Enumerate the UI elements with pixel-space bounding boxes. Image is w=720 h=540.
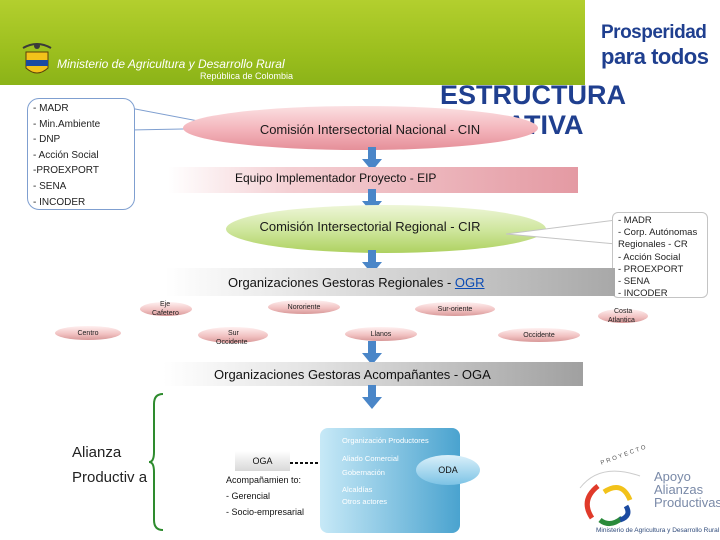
region-label: Llanos <box>370 330 392 338</box>
cir-member: - INCODER <box>618 288 668 300</box>
region-label: Cafetero <box>152 310 179 317</box>
header-banner: Ministerio de Agricultura y Desarrollo R… <box>0 0 585 85</box>
cir-members-list: - MADR - Corp. Autónomas Regionales - CR… <box>612 212 708 300</box>
prosperidad-logo-line2: para todos <box>601 44 709 69</box>
ogr-link[interactable]: OGR <box>454 275 485 290</box>
region-label: Atlantica <box>608 317 635 324</box>
ministry-name: Ministerio de Agricultura y Desarrollo R… <box>57 57 285 71</box>
apoyo-logo-line1: Apoyo <box>654 469 691 484</box>
region-nororiente: Nororiente <box>268 300 340 314</box>
cin-member: -PROEXPORT <box>33 165 99 177</box>
prosperidad-logo-line1: Prosperidad <box>601 22 707 43</box>
title-line1: ESTRUCTURA <box>440 80 626 110</box>
region-label: Nororiente <box>287 303 321 311</box>
oga-list-item: - Socio-empresarial <box>226 507 305 517</box>
oga-box: OGA <box>235 451 290 471</box>
cir-member: - MADR <box>618 215 652 226</box>
region-oval <box>198 327 268 343</box>
arrow-down-icon <box>362 385 382 409</box>
cin-member: - INCODER <box>33 196 86 208</box>
republica-label: República de Colombia <box>200 71 294 81</box>
apoyo-logo-line3: Productivas <box>654 495 720 510</box>
oda-actor: Organización Productores <box>342 436 429 445</box>
arrow-down-icon <box>362 147 382 171</box>
oda-actor: Gobernación <box>342 468 385 477</box>
cin-member: - SENA <box>33 180 67 192</box>
right-list-callout-pointer <box>506 220 616 245</box>
cir-label: Comisión Intersectorial Regional - CIR <box>259 219 481 234</box>
region-label: Sur-oriente <box>437 305 473 313</box>
region-centro: Centro <box>55 326 121 340</box>
colombia-crest-icon <box>22 43 52 74</box>
apoyo-logo-line2: Alianzas <box>654 482 704 497</box>
cin-label: Comisión Intersectorial Nacional - CIN <box>259 122 481 137</box>
oda-oval: ODA <box>416 455 480 485</box>
cin-member: - MADR <box>33 103 69 114</box>
cir-member: - Corp. Autónomas Regionales - CR <box>618 227 698 251</box>
oga-label: Organizaciones Gestoras Acompañantes - O… <box>214 367 491 382</box>
oda-oval-label: ODA <box>438 465 458 475</box>
cin-members-list: - MADR - Min.Ambiente - DNP - Acción Soc… <box>27 98 135 210</box>
cir-member: - SENA <box>618 276 650 288</box>
ogr-label: Organizaciones Gestoras Regionales - OGR <box>228 275 485 290</box>
oga-accompaniment-list: Acompañamien to: - Gerencial - Socio-emp… <box>226 474 316 518</box>
region-label: Eje <box>160 301 171 308</box>
ogr-bar <box>165 268 615 296</box>
cir-member: - Acción Social <box>618 251 681 263</box>
region-oval <box>598 309 648 323</box>
cin-member: - Acción Social <box>33 149 99 161</box>
eip-label: Equipo Implementador Proyecto - EIP <box>235 171 437 185</box>
region-label: Occidente <box>216 339 248 346</box>
cir-ellipse <box>226 205 546 253</box>
alianza-label: Alianza <box>72 444 122 461</box>
region-label: Occidente <box>523 331 555 339</box>
productiva-label: Productiv a <box>72 469 148 486</box>
region-oval <box>140 302 192 316</box>
region-label: Costa <box>614 308 633 315</box>
apoyo-logo-icon <box>579 470 641 526</box>
apoyo-alianzas-logo: PROYECTO Apoyo Alianzas Productivas Mini… <box>570 444 720 538</box>
region-label: Sur <box>228 330 239 337</box>
page-title: ESTRUCTURA OPERATIVA <box>430 80 626 140</box>
apoyo-logo-ministry: Ministerio de Agricultura y Desarrollo R… <box>596 527 720 534</box>
prosperidad-logo: Prosperidad para todos <box>596 18 711 74</box>
oga-bar <box>163 362 583 386</box>
oda-actor: Otros actores <box>342 497 388 506</box>
ogr-label-text: Organizaciones Gestoras Regionales - <box>228 275 455 290</box>
eip-bar <box>168 167 578 193</box>
cin-member: - DNP <box>33 134 61 146</box>
oga-box-label: OGA <box>252 456 273 466</box>
oda-actor: Aliado Comercial <box>342 454 399 463</box>
cin-member: - Min.Ambiente <box>33 118 101 130</box>
oda-actor: Alcaldías <box>342 485 373 494</box>
oga-list-item: Acompañamien to: <box>226 475 302 485</box>
region-occidente: Occidente <box>498 328 580 342</box>
region-sur-oriente: Sur-oriente <box>415 302 495 316</box>
oga-list-item: - Gerencial <box>226 491 271 501</box>
cir-member: - PROEXPORT <box>618 263 684 275</box>
region-label: Centro <box>77 329 99 337</box>
region-llanos: Llanos <box>345 327 417 341</box>
brace-icon <box>148 393 164 531</box>
cin-ellipse <box>183 106 538 150</box>
arrow-down-icon <box>362 341 382 365</box>
